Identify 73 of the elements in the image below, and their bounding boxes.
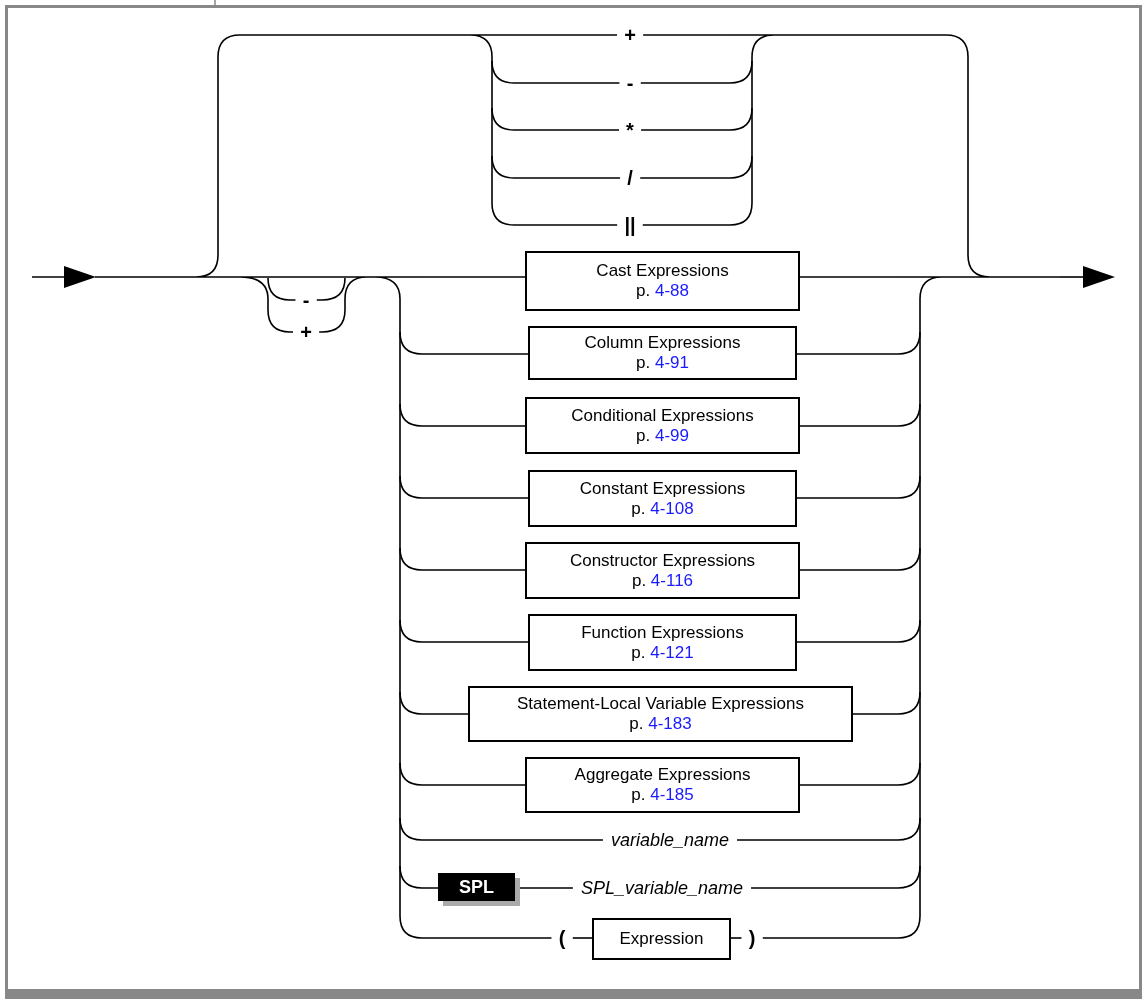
syntax-box [592,918,731,960]
connector [491,155,621,179]
connector [639,60,753,84]
connector [642,34,731,36]
page-link: 4-116 [650,570,694,591]
box-label: Statement-Local Variable Expressions [517,694,804,714]
connector [267,277,297,301]
connector [399,475,529,499]
connector [399,619,529,643]
syntax-box [525,542,800,599]
connector [318,309,346,333]
connector [419,276,526,278]
syntax-box [525,251,800,311]
page-link: 4-108 [650,498,694,519]
syntax-box [528,470,797,527]
syntax-box [528,326,797,380]
connector [267,309,294,333]
connector [796,475,921,499]
page-label: p. [636,353,652,373]
connector [799,547,921,571]
box-label: Column Expressions [584,333,741,353]
page-link: 4-121 [650,642,694,663]
connector [491,202,619,226]
page-label: p. [629,714,645,734]
page-label: p. [636,425,652,446]
connector [761,915,921,939]
connector [796,331,921,355]
syntax-box [528,614,797,671]
connector [399,547,526,571]
page-link: 4-99 [654,425,689,446]
connector [799,276,899,278]
connector [491,60,621,84]
connector [640,107,753,131]
page-label: p. [631,785,647,805]
connector [799,762,921,786]
connector [491,107,620,131]
connector [796,619,921,643]
connector [852,691,921,715]
connector [399,331,529,355]
connector [799,403,921,427]
page-link: 4-91 [654,353,689,373]
box-label: Expression [619,929,704,949]
connector [399,691,469,715]
page-label: p. [631,570,648,591]
terminal-symbol: || [617,214,643,236]
page-link: 4-185 [650,785,694,805]
connector [513,34,618,36]
connector [571,937,593,939]
connector [399,762,526,786]
page-label: p. [631,642,647,663]
connector [736,817,921,841]
connector [399,817,604,841]
box-label: Conditional Expressions [571,405,754,426]
connector [399,865,439,889]
box-label: Constant Expressions [579,478,746,499]
syntax-box [525,757,800,813]
connector [750,865,921,889]
box-label: Aggregate Expressions [574,765,751,785]
box-label: Function Expressions [581,622,744,643]
box-label: Constructor Expressions [569,550,756,571]
syntax-box [525,397,800,454]
connector [641,202,753,226]
connector [315,277,346,301]
connector [399,915,553,939]
connector [399,403,526,427]
connector [639,155,753,179]
syntax-box [468,686,853,742]
page-link: 4-183 [648,714,692,734]
page-label: p. [631,498,647,519]
page-label: p. [636,281,652,301]
page-link: 4-88 [654,281,689,301]
box-label: Cast Expressions [596,261,729,281]
connector [730,937,743,939]
